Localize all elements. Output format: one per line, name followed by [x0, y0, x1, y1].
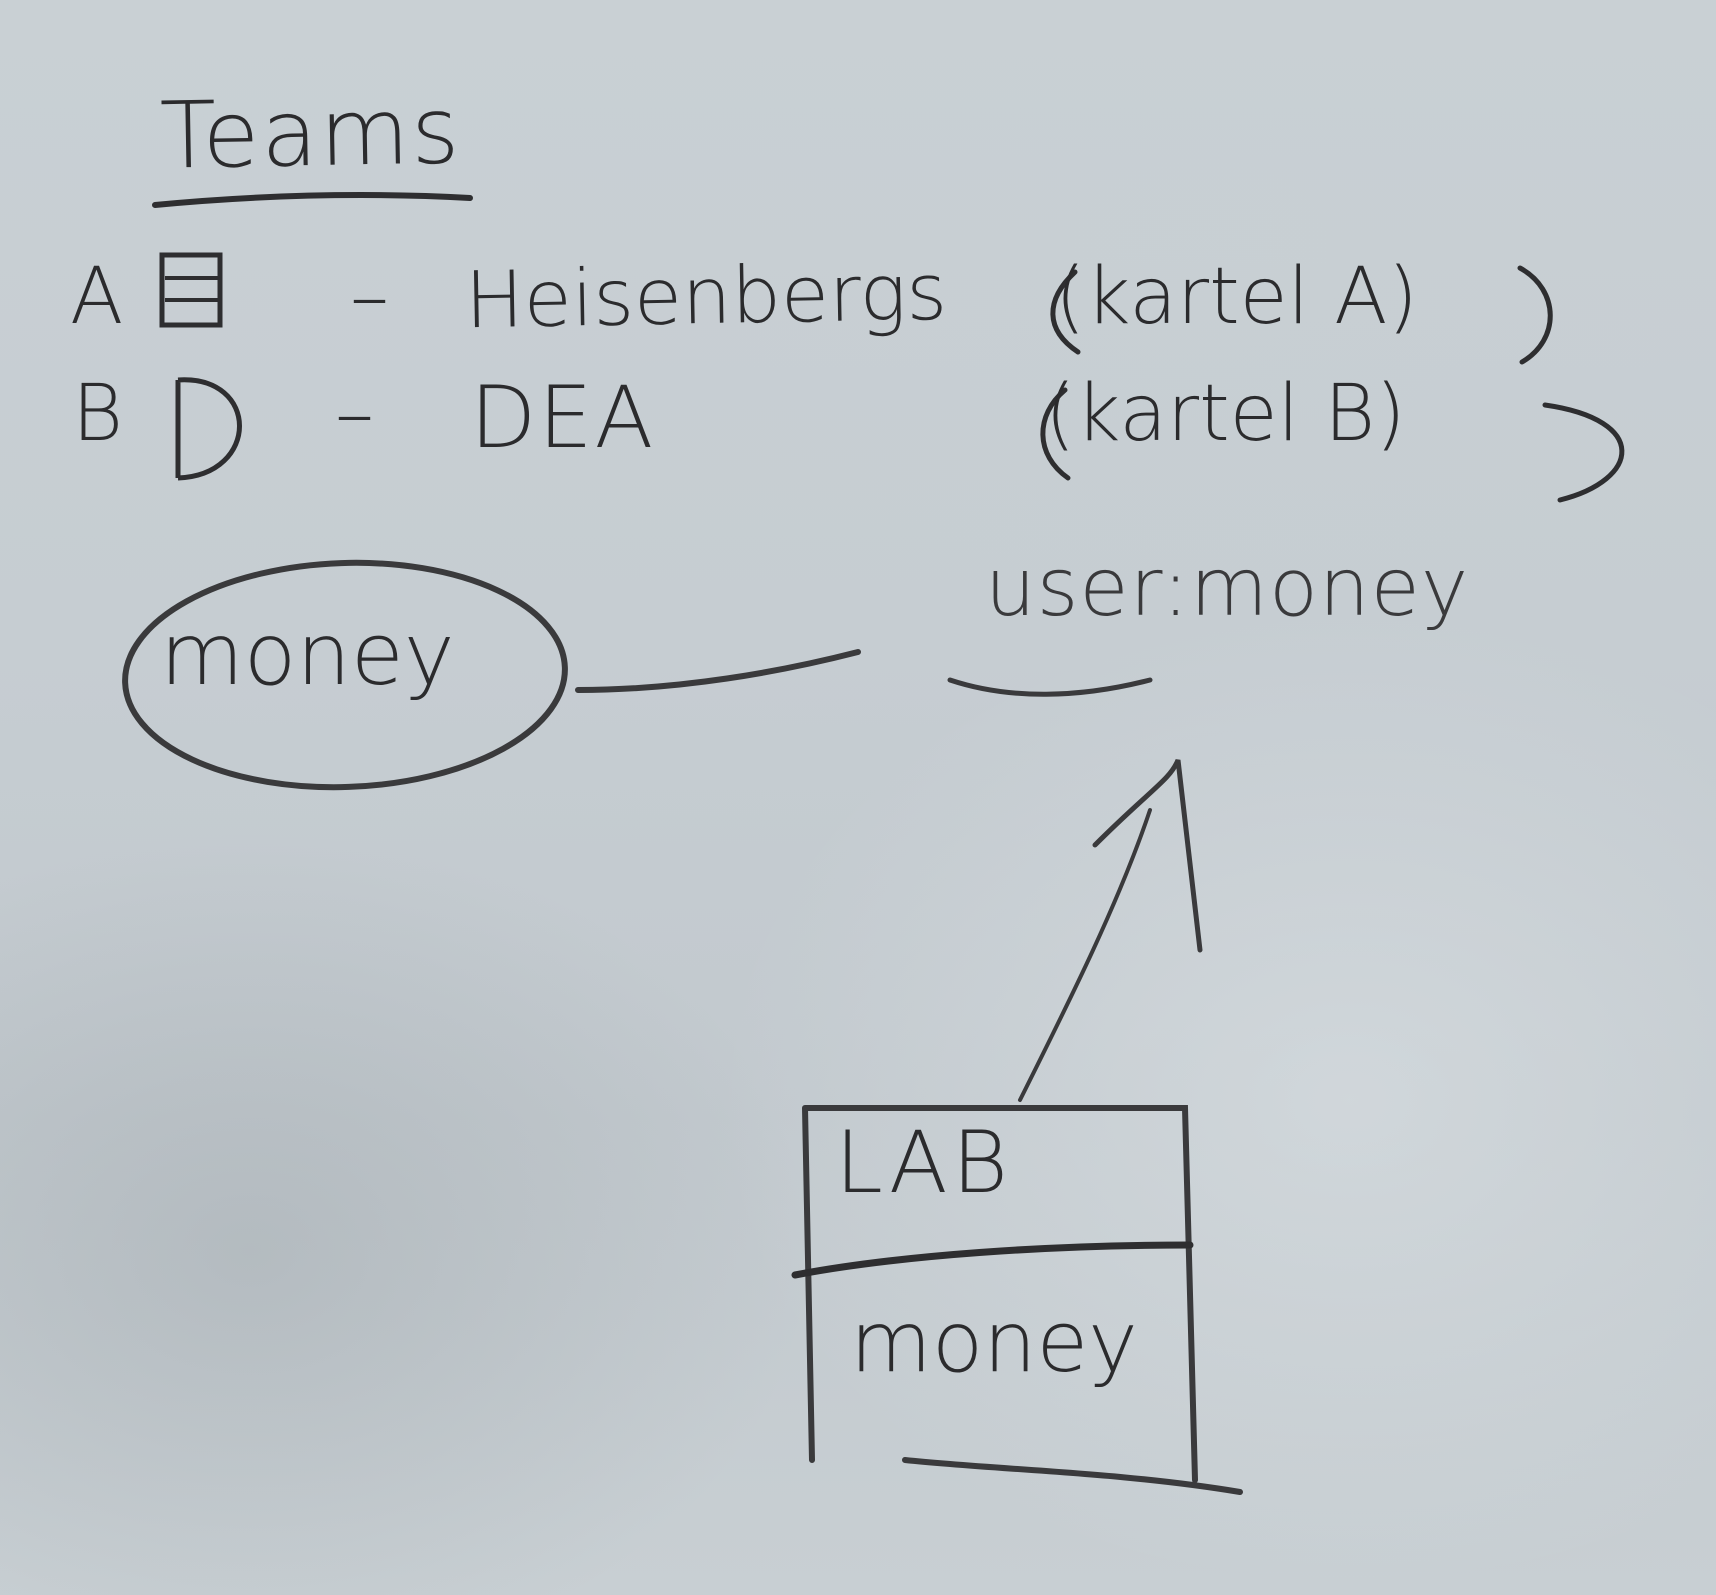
team-a-alias: (kartel A): [1055, 252, 1418, 342]
paren-a: [1050, 269, 1081, 355]
team-a-box-mark: [159, 252, 223, 328]
lab-box-outline: [802, 1105, 1243, 1495]
brace-a: [1517, 265, 1553, 365]
team-a-name: Heisenbergs: [464, 247, 948, 347]
lab-box-attribute: money: [850, 1293, 1138, 1391]
team-b-box-mark: [175, 377, 242, 481]
connector-line: [575, 649, 861, 693]
team-b-alias: (kartel B): [1045, 369, 1406, 459]
title-underline: [152, 192, 473, 208]
team-a-dash: –: [350, 252, 391, 342]
arrow-head: [1092, 758, 1203, 953]
paren-b: [1040, 387, 1071, 481]
team-a-label: A: [70, 252, 126, 342]
lab-box-title: LAB: [835, 1113, 1013, 1213]
team-b-name: DEA: [470, 368, 656, 468]
lab-box-divider: [791, 1241, 1194, 1279]
ellipse-node-text: money: [160, 605, 455, 705]
team-b-dash: –: [335, 369, 376, 459]
page-title: Teams: [159, 77, 462, 190]
arrow-shaft: [1018, 808, 1152, 1102]
money-ellipse-shape: [122, 559, 568, 791]
user-money-underline: [947, 677, 1153, 697]
resource-label: user:money: [985, 541, 1470, 634]
team-b-label: B: [72, 369, 126, 459]
brace-b: [1542, 402, 1625, 503]
